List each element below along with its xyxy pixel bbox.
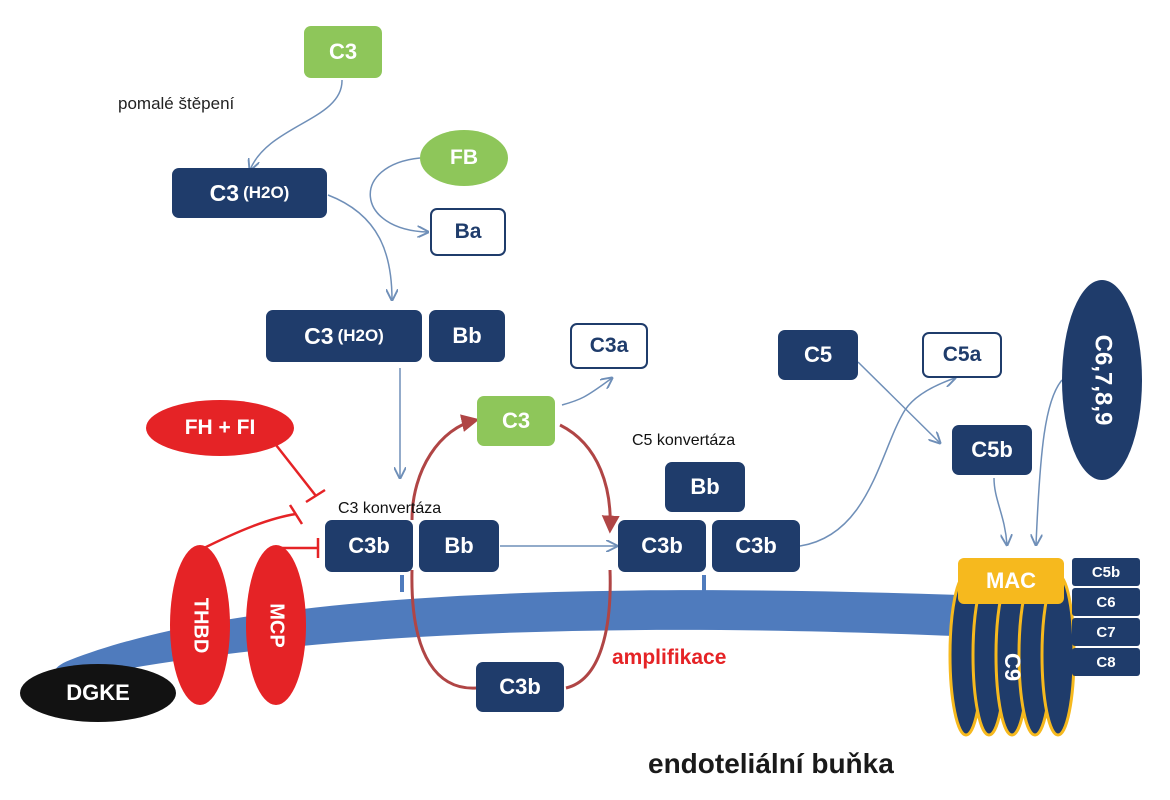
arrow-c5-to-c5b	[857, 361, 940, 443]
ba-label: Ba	[454, 220, 482, 243]
arrow-c3-to-c3h2o	[250, 79, 343, 170]
arrow-fb-to-ba	[369, 157, 428, 232]
amplification-label: amplifikace	[612, 646, 727, 669]
c3-h2o-main-label: C3	[209, 179, 240, 206]
c3-h2o-sub-label: (H2O)	[243, 183, 290, 202]
arrow-amplification-loop-right	[565, 569, 612, 690]
arrow-c6789-to-mac	[1036, 379, 1063, 545]
c3-convertase-label: C3 konvertáza	[338, 500, 442, 517]
c3-h2o-complex-sub-label: (H2O)	[337, 326, 384, 345]
c5-label: C5	[803, 342, 833, 367]
c3-h2o-complex-node: C3 (H2O)	[266, 310, 422, 362]
thbd-label: THBD	[189, 597, 212, 653]
dgke-label: DGKE	[66, 680, 130, 705]
mac-label: MAC	[985, 568, 1037, 593]
bb-left-node: Bb	[419, 520, 499, 572]
fh-fi-label: FH + FI	[184, 416, 256, 439]
mac-component-c5b-label: C5b	[1091, 563, 1121, 581]
arrow-amplification-loop	[410, 569, 477, 690]
c3-top-node: C3	[304, 26, 382, 78]
mac-component-c6-label: C6	[1096, 593, 1116, 611]
c3-h2o-complex-main-label: C3	[304, 322, 334, 349]
c3a-node: C3a	[570, 323, 648, 369]
c9-pore	[948, 573, 1076, 737]
c3b-left-label: C3b	[348, 533, 390, 558]
arrow-convertase-to-c3	[410, 414, 480, 521]
c3b-c5-node-b: C3b	[712, 520, 800, 572]
c3b-c5-node-a: C3b	[618, 520, 706, 572]
endothelial-cell-label: endoteliální buňka	[648, 748, 894, 779]
bb-complex-label: Bb	[452, 323, 482, 348]
bb-left-label: Bb	[444, 533, 474, 558]
inhibition-fhfi	[275, 444, 326, 504]
c5-convertase-label: C5 konvertáza	[632, 432, 736, 449]
slow-cleavage-label: pomalé štěpení	[118, 94, 235, 113]
bb-complex-node: Bb	[429, 310, 505, 362]
arrow-c3-to-c5conv	[559, 423, 620, 534]
ba-node: Ba	[430, 208, 506, 256]
bb-c5-label: Bb	[690, 474, 720, 499]
c3a-label: C3a	[589, 334, 629, 357]
c3b-left-node: C3b	[325, 520, 413, 572]
bb-c5-node: Bb	[665, 462, 745, 512]
c3-mid-node: C3	[477, 396, 555, 446]
c5b-label: C5b	[971, 437, 1013, 462]
c3b-c5-label-a: C3b	[641, 533, 683, 558]
c9-label: C9	[1000, 652, 1026, 682]
fh-fi-node: FH + FI	[146, 400, 294, 456]
mac-component-c8: C8	[1072, 648, 1140, 676]
mcp-node: MCP	[246, 545, 306, 705]
mac-component-c7: C7	[1072, 618, 1140, 646]
c3b-bottom-label: C3b	[499, 674, 541, 699]
inhibition-thbd	[199, 504, 304, 552]
arrow-c3h2o-to-complex	[327, 194, 392, 300]
mac-component-c5b: C5b	[1072, 558, 1140, 586]
c3-h2o-node: C3 (H2O)	[172, 168, 327, 218]
c3b-bottom-node: C3b	[476, 662, 564, 712]
thbd-node: THBD	[170, 545, 230, 705]
arrow-c5b-to-mac	[993, 477, 1007, 545]
c6789-node: C6,7,8,9	[1062, 280, 1142, 480]
arrow-c5conv-to-c5a	[799, 378, 955, 547]
mac-component-c7-label: C7	[1096, 623, 1116, 641]
c6789-label: C6,7,8,9	[1089, 334, 1117, 426]
c3-top-label: C3	[328, 39, 358, 64]
c5a-node: C5a	[922, 332, 1002, 378]
c3b-c5-label-b: C3b	[735, 533, 777, 558]
dgke-node: DGKE	[20, 664, 176, 722]
arrow-c3-to-c3a	[561, 378, 612, 406]
c5-node: C5	[778, 330, 858, 380]
fb-node: FB	[420, 130, 508, 186]
c5a-label: C5a	[942, 343, 982, 366]
mac-node: MAC	[958, 558, 1064, 604]
c3-mid-label: C3	[501, 408, 531, 433]
mac-component-c8-label: C8	[1096, 653, 1116, 671]
c5b-node: C5b	[952, 425, 1032, 475]
fb-label: FB	[450, 146, 478, 169]
mac-component-c6: C6	[1072, 588, 1140, 616]
mcp-label: MCP	[265, 602, 288, 648]
